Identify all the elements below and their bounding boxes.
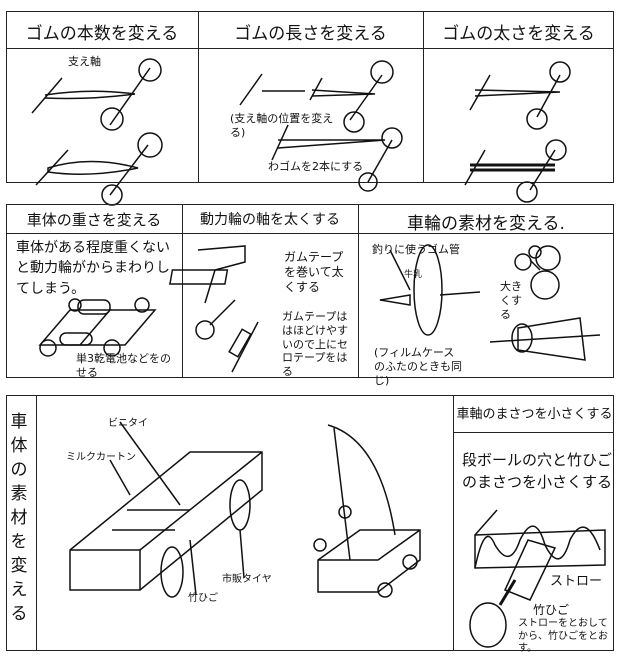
band-thickness-drawing [464, 61, 571, 203]
label-axle: 支え軸 [68, 55, 101, 68]
divider [182, 204, 183, 378]
divider [453, 432, 614, 433]
label-two-bands: わゴムを2本にする [268, 160, 364, 173]
friction-note: 段ボールの穴と竹ひごのまさつを小さくする [462, 451, 613, 491]
milk-label: 牛乳 [404, 270, 423, 280]
divider [6, 233, 614, 234]
tape-note-2: ガムテープははほどけやすいので上にセロテープをはる [282, 310, 348, 378]
panel-rubber-band [6, 11, 614, 183]
divider [198, 11, 199, 183]
thick-axle-drawing [169, 245, 259, 373]
bigger-label: 大きくする [500, 280, 522, 321]
film-case-note: (フィルムケースのふたのときも同じ) [374, 346, 462, 387]
panel-body-material [6, 395, 614, 651]
battery-note: 単3乾電池などをのせる [76, 352, 171, 379]
label-tire: 市販タイヤ [222, 574, 272, 585]
weight-note: 車体がある程度重くないと動力輪がからまわりしてしまう。 [16, 240, 170, 297]
label-bread-tie: ビニタイ [108, 418, 148, 429]
divider [423, 11, 424, 183]
divider [358, 204, 359, 378]
divider [36, 395, 37, 651]
side-title-body-material: 車体の素材を変える [10, 412, 28, 624]
label-move-axle: (支え軸の位置を変える) [230, 112, 334, 139]
fishing-tube-label: 釣りに使うゴム管 [372, 243, 460, 256]
header-band-count: ゴムの本数を変える [25, 24, 179, 44]
header-wheel-material: 車輪の素材を変える. [407, 214, 565, 234]
wheel-material-drawing [379, 244, 601, 361]
panel-body-wheels [6, 204, 614, 378]
divider [6, 48, 614, 49]
tape-note: ガムテープを巻いて太くする [284, 250, 344, 294]
label-bamboo-2: 竹ひご [533, 603, 570, 617]
label-straw: ストロー [550, 574, 603, 589]
header-axle-friction: 車軸のまさつを小さくする [456, 407, 613, 422]
divider [453, 395, 454, 651]
label-bamboo: 竹ひご [188, 593, 218, 604]
header-thicker-axle: 動力輪の軸を太くする [200, 212, 340, 228]
header-body-weight: 車体の重さを変える [26, 211, 162, 229]
weighted-car-drawing [38, 297, 157, 357]
label-milk-carton: ミルクカートン [66, 452, 136, 463]
band-length-drawing [239, 60, 403, 192]
header-band-thickness: ゴムの太さを変える [442, 24, 595, 44]
header-band-length: ゴムの長さを変える [234, 24, 387, 44]
band-count-drawing [31, 58, 163, 206]
instruction: ストローをとおしてから、竹ひごをとおす。 [518, 618, 608, 654]
